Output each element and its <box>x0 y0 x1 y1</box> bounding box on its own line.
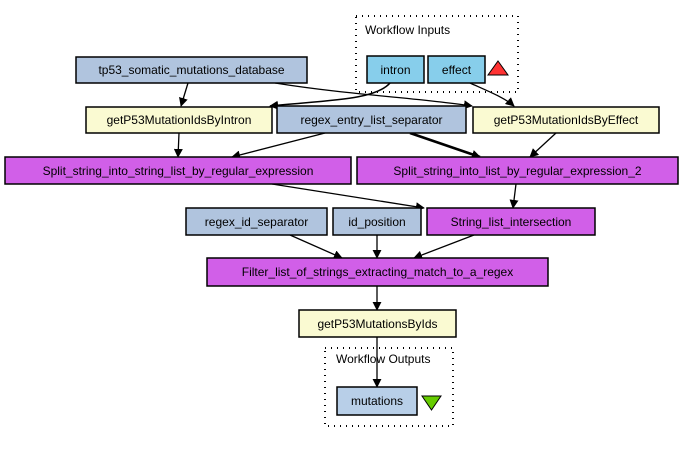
edge-tp53-to-byintron <box>179 82 189 107</box>
node-effect[interactable]: effect <box>427 55 486 84</box>
edges <box>173 82 557 388</box>
node-string-list-intersection[interactable]: String_list_intersection <box>426 207 596 236</box>
output-triangle-icon <box>421 395 442 411</box>
svg-text:tp53_somatic_mutations_databas: tp53_somatic_mutations_database <box>98 63 284 77</box>
svg-text:getP53MutationIdsByEffect: getP53MutationIdsByEffect <box>494 113 639 127</box>
node-mutations[interactable]: mutations <box>336 386 418 416</box>
edge-byeffect-to-split2 <box>529 132 557 158</box>
node-regex-id-separator[interactable]: regex_id_separator <box>185 207 328 236</box>
node-getp53mutationsbyids[interactable]: getP53MutationsByIds <box>298 309 457 338</box>
svg-text:getP53MutationIdsByIntron: getP53MutationIdsByIntron <box>107 113 252 127</box>
node-getp53mutationidsbyintron[interactable]: getP53MutationIdsByIntron <box>85 106 273 134</box>
node-filter-list-of-strings[interactable]: Filter_list_of_strings_extracting_match_… <box>206 257 549 287</box>
svg-text:getP53MutationsByIds: getP53MutationsByIds <box>317 317 437 331</box>
svg-text:mutations: mutations <box>351 394 403 408</box>
workflow-inputs-cluster: Workflow Inputs <box>355 15 519 93</box>
svg-text:regex_entry_list_separator: regex_entry_list_separator <box>300 113 442 127</box>
node-tp53-somatic-mutations-database[interactable]: tp53_somatic_mutations_database <box>75 56 308 84</box>
edge-regexentry-to-split2 <box>409 131 481 159</box>
input-triangle-icon <box>487 60 509 76</box>
node-regex-entry-list-separator[interactable]: regex_entry_list_separator <box>276 105 467 134</box>
workflow-outputs-cluster: Workflow Outputs <box>324 347 454 427</box>
svg-text:Split_string_into_list_by_regu: Split_string_into_list_by_regular_expres… <box>393 164 641 178</box>
edge-regexid-to-filter <box>289 234 343 259</box>
edge-effect-to-byeffect <box>469 82 515 107</box>
node-getp53mutationidsbyeffect[interactable]: getP53MutationIdsByEffect <box>472 106 660 134</box>
edge-regexentry-to-split1 <box>231 132 326 160</box>
workflow-inputs-label: Workflow Inputs <box>365 23 450 37</box>
node-split-string-into-string-list[interactable]: Split_string_into_string_list_by_regular… <box>4 156 352 185</box>
edge-tp53-to-byeffect <box>274 82 473 110</box>
svg-text:id_position: id_position <box>348 215 405 229</box>
edge-byintron-to-split1 <box>173 132 183 158</box>
svg-text:String_list_intersection: String_list_intersection <box>451 215 572 229</box>
edge-intersection-to-filter <box>413 234 475 260</box>
edge-split1-to-intersection <box>271 183 425 212</box>
svg-text:effect: effect <box>442 63 472 77</box>
svg-text:intron: intron <box>380 63 410 77</box>
edge-intron-to-byintron <box>269 82 391 110</box>
node-split-string-into-list-2[interactable]: Split_string_into_list_by_regular_expres… <box>356 156 679 185</box>
svg-text:Filter_list_of_strings_extract: Filter_list_of_strings_extracting_match_… <box>242 265 513 279</box>
edge-split2-to-intersection <box>509 183 519 209</box>
workflow-outputs-label: Workflow Outputs <box>336 352 430 366</box>
svg-text:Split_string_into_string_list_: Split_string_into_string_list_by_regular… <box>43 164 314 178</box>
svg-text:regex_id_separator: regex_id_separator <box>205 215 308 229</box>
node-intron[interactable]: intron <box>366 55 425 84</box>
node-id-position[interactable]: id_position <box>332 207 422 236</box>
